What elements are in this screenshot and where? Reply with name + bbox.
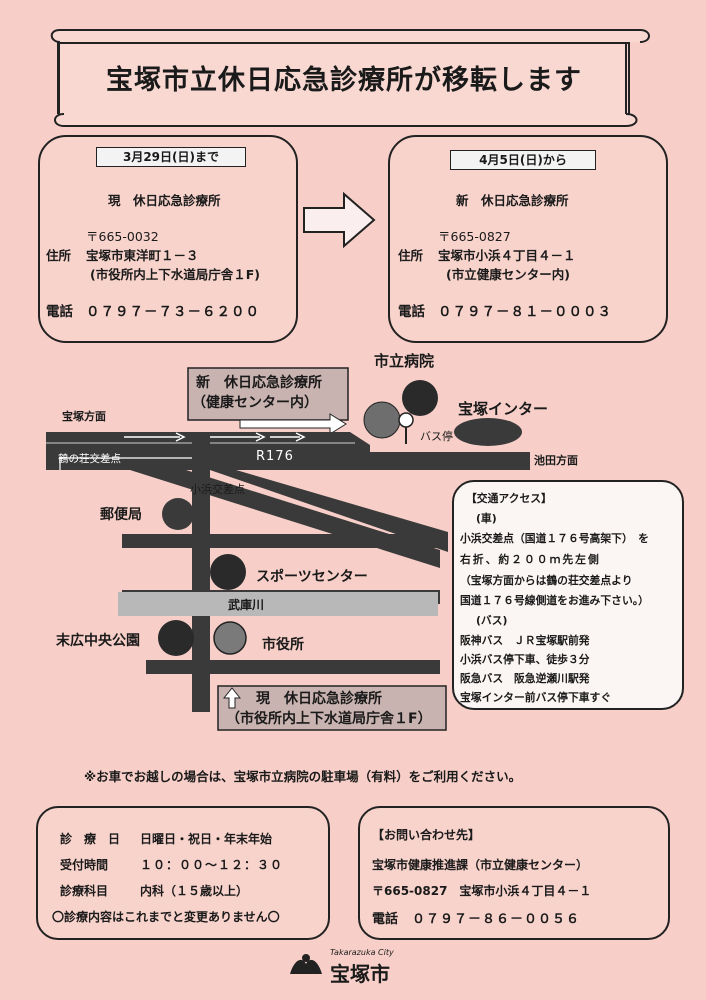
- hours-days-label: 診 療 日: [60, 832, 121, 846]
- access-line: 小浜バス停下車、徒歩３分: [460, 653, 590, 666]
- map-park-label: 末広中央公園: [56, 633, 140, 649]
- new-heading: 新 休日応急診療所: [456, 193, 569, 208]
- old-phone-label: 電話: [46, 304, 73, 320]
- new-phone-label: 電話: [398, 304, 425, 320]
- map-sports-center-label: スポーツセンター: [256, 569, 368, 585]
- contact-org: 宝塚市健康推進課（市立健康センター）: [372, 858, 589, 872]
- contact-phone: ０７９７－８６－００５６: [412, 912, 581, 927]
- old-address: 宝塚市東洋町１－３: [86, 248, 199, 263]
- old-location-box: [38, 135, 298, 343]
- map-old-clinic-line2: （市役所内上下水道局庁舎１F）: [226, 711, 432, 727]
- logo-jp: 宝塚市: [330, 962, 390, 986]
- new-address: 宝塚市小浜４丁目４－１: [438, 248, 576, 263]
- hours-dept: 内科（１５歳以上）: [140, 884, 249, 898]
- logo-en: Takarazuka City: [330, 948, 394, 957]
- hours-note: 〇診療内容はこれまでと変更ありません〇: [52, 910, 280, 924]
- access-line: 右折、約２００ｍ先左側: [460, 553, 601, 566]
- map-interchange-label: 宝塚インター: [458, 400, 549, 418]
- old-postal: 〒665-0032: [86, 229, 159, 244]
- contact-title: 【お問い合わせ先】: [372, 828, 481, 842]
- access-line: (バス): [476, 614, 508, 627]
- park-marker: [158, 620, 194, 656]
- city-emblem-icon: [290, 954, 322, 974]
- old-date-tag: 3月29日(日)まで: [96, 147, 246, 167]
- muko-river: [118, 592, 438, 616]
- old-address-note: (市役所内上下水道局庁舎１F): [90, 267, 260, 282]
- old-address-label: 住所: [46, 248, 72, 263]
- map-river-label: 武庫川: [228, 598, 265, 612]
- new-clinic-marker: [363, 401, 401, 439]
- city-hall-marker: [213, 621, 247, 655]
- title-banner: [58, 42, 630, 118]
- map-new-clinic-line1: 新 休日応急診療所: [196, 375, 322, 391]
- map-tsurunoso-label: 鶴の荘交差点: [58, 453, 121, 465]
- new-date-tag: 4月5日(日)から: [450, 150, 596, 170]
- map-route-label: R176: [256, 449, 294, 464]
- access-line: 小浜交差点（国道１７６号高架下） を: [460, 532, 649, 545]
- new-postal: 〒665-0827: [438, 229, 511, 244]
- access-line: 宝塚インター前バス停下車すぐ: [460, 691, 612, 704]
- new-address-note: (市立健康センター内): [446, 267, 570, 282]
- access-line: 国道１７６号線側道をお進み下さい。）: [460, 594, 649, 607]
- new-location-box: [388, 135, 668, 343]
- hospital-marker: [402, 380, 438, 416]
- access-line: 阪神バス ＪＲ宝塚駅前発: [460, 634, 590, 647]
- scroll-decoration: [50, 29, 650, 127]
- page-title: 宝塚市立休日応急診療所が移転します: [106, 65, 582, 96]
- old-phone: ０７９７－７３－６２００: [86, 304, 260, 320]
- new-phone: ０７９７－８１－０００３: [438, 304, 612, 320]
- contact-address: 〒665-0827 宝塚市小浜４丁目４－１: [372, 884, 592, 898]
- sports-center-marker: [210, 554, 246, 590]
- hours-days: 日曜日・祝日・年末年始: [140, 832, 273, 846]
- post-office-marker: [162, 498, 194, 530]
- map-hospital-label: 市立病院: [374, 352, 435, 370]
- access-title: 【交通アクセス】: [466, 492, 552, 505]
- hours-time: １０：００～１２：３０: [140, 858, 284, 872]
- access-car-label: (車): [476, 512, 497, 525]
- arrow-right-icon: [303, 191, 376, 249]
- map-obama-label: 小浜交差点: [190, 483, 245, 496]
- map-ikeda-direction: 池田方面: [534, 454, 578, 467]
- map-takarazuka-direction: 宝塚方面: [62, 410, 106, 423]
- hours-dept-label: 診療科目: [60, 884, 109, 898]
- parking-note: ※お車でお越しの場合は、宝塚市立病院の駐車場（有料）をご利用ください。: [84, 769, 522, 784]
- contact-box: [358, 806, 670, 940]
- map-bus-stop-label: バス停: [420, 430, 453, 443]
- route-176-road: [46, 432, 530, 470]
- vertical-road: [192, 432, 210, 712]
- hours-time-label: 受付時間: [60, 858, 109, 872]
- map-new-clinic-line2: （健康センター内）: [192, 395, 318, 411]
- map-city-hall-label: 市役所: [262, 637, 304, 653]
- location-map: [46, 367, 530, 731]
- access-line: （宝塚方面からは鶴の荘交差点より: [460, 574, 633, 587]
- map-old-clinic-line1: 現 休日応急診療所: [256, 691, 382, 707]
- old-heading: 現 休日応急診療所: [108, 193, 221, 208]
- map-post-office-label: 郵便局: [100, 507, 142, 523]
- old-clinic-map-box: [217, 685, 447, 731]
- interchange-marker: [454, 418, 522, 446]
- bus-stop-icon: [398, 412, 414, 428]
- access-line: 阪急バス 阪急逆瀬川駅発: [460, 672, 590, 685]
- new-address-label: 住所: [398, 248, 424, 263]
- access-box: [452, 480, 684, 710]
- contact-phone-label: 電話: [372, 912, 399, 927]
- hours-box: [36, 806, 330, 940]
